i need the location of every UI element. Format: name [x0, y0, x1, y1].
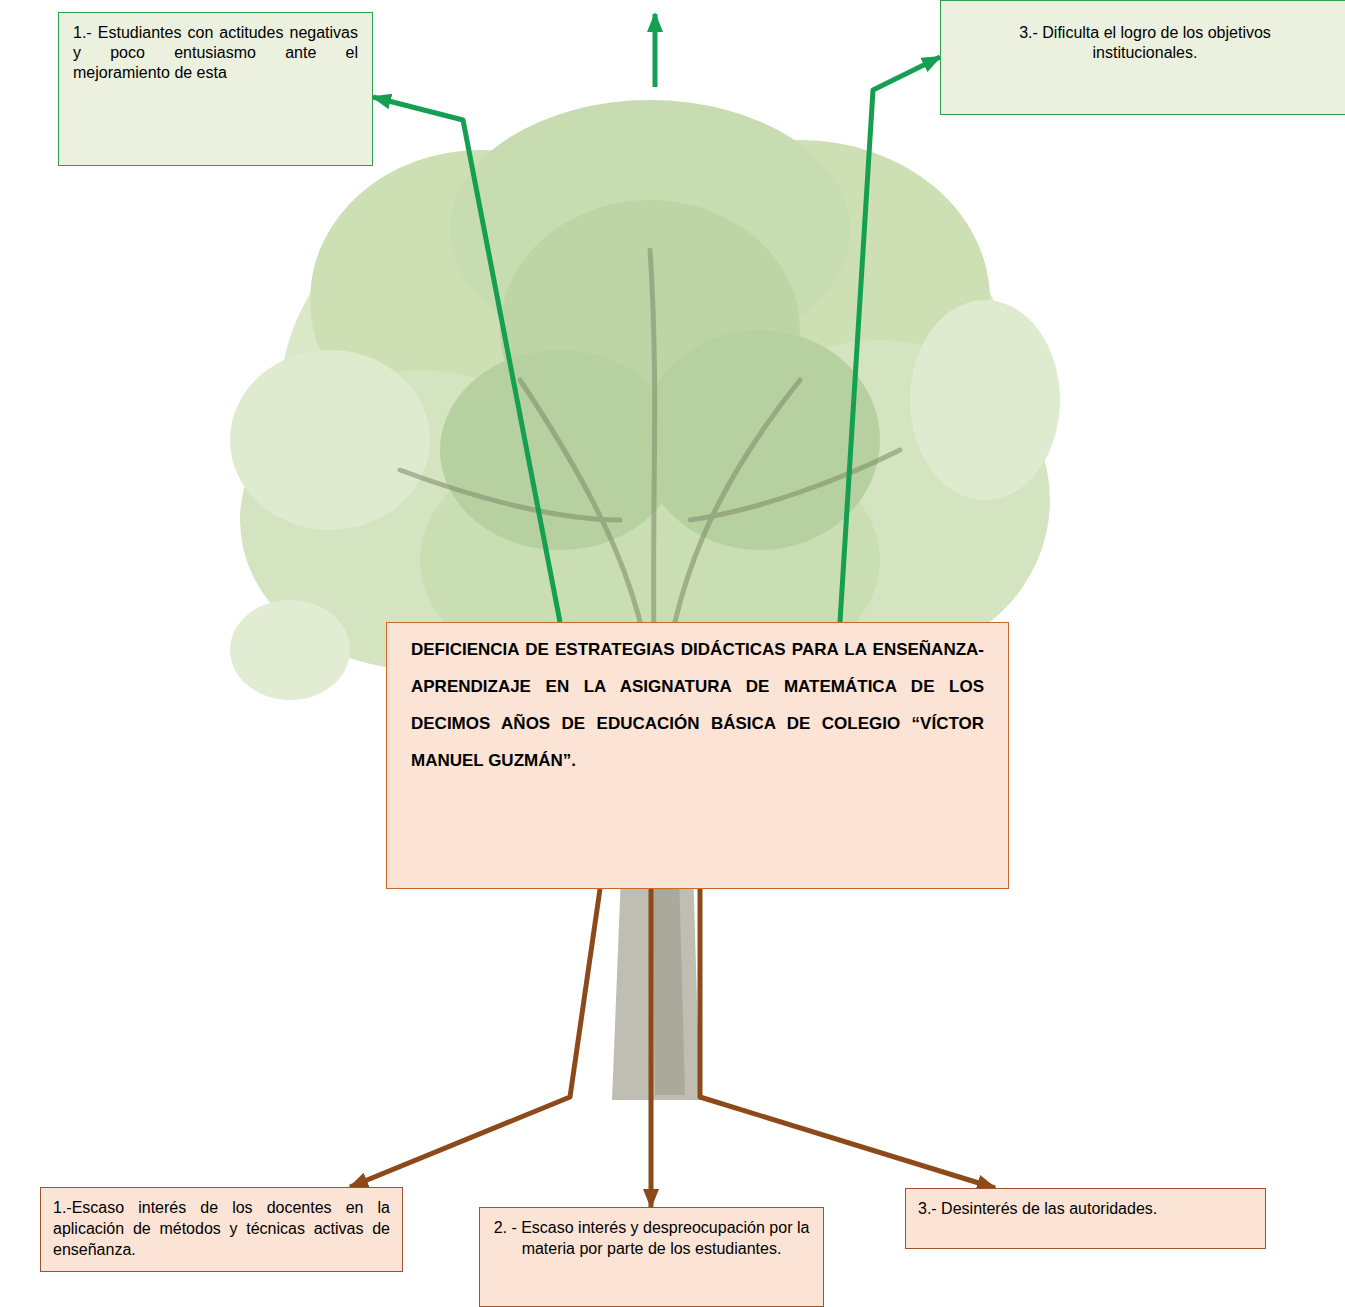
branch: [690, 450, 900, 520]
arrow-connector: [373, 97, 560, 622]
effect-arrow: [653, 14, 658, 87]
arrow-connector: [350, 889, 600, 1187]
cause-box: 2. - Escaso interés y despreocupación po…: [479, 1207, 824, 1307]
branch: [400, 470, 620, 520]
foliage: [230, 350, 430, 530]
node-text: 1.- Estudiantes con actitudes negativas …: [73, 23, 358, 83]
foliage: [910, 300, 1060, 500]
node-text: 3.- Desinterés de las autoridades.: [918, 1199, 1253, 1220]
cause-box: 1.-Escaso interés de los docentes en la …: [40, 1187, 403, 1272]
node-text: 1.-Escaso interés de los docentes en la …: [53, 1198, 390, 1260]
node-text: 3.- Dificulta el logro de los objetivos …: [971, 23, 1319, 63]
effect-box: 3.- Dificulta el logro de los objetivos …: [940, 0, 1345, 115]
node-text: 2. - Escaso interés y despreocupación po…: [492, 1218, 811, 1260]
node-text: DEFICIENCIA DE ESTRATEGIAS DIDÁCTICAS PA…: [411, 631, 984, 779]
foliage: [230, 600, 350, 700]
cause-box: 3.- Desinterés de las autoridades.: [905, 1188, 1266, 1249]
foliage: [640, 330, 880, 550]
arrow-connector: [700, 889, 995, 1188]
problem-box: DEFICIENCIA DE ESTRATEGIAS DIDÁCTICAS PA…: [386, 622, 1009, 889]
effect-box: 1.- Estudiantes con actitudes negativas …: [58, 12, 373, 166]
arrow-connector: [649, 889, 654, 1207]
arrow-connector: [840, 57, 940, 622]
